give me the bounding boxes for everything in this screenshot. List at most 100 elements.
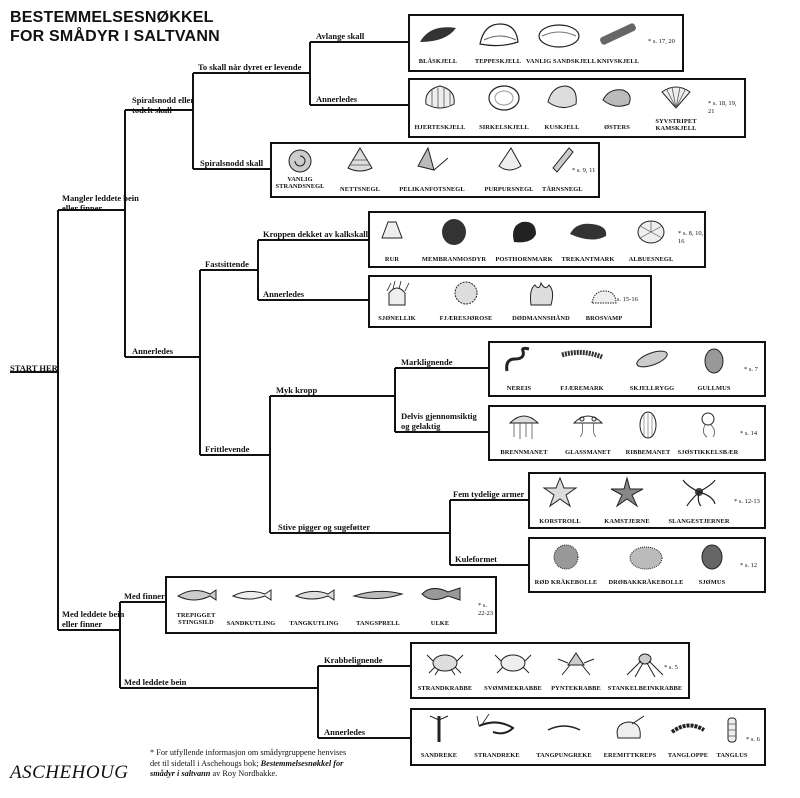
organism-drobakkrakebolle: DRØBAKKRÅKEBOLLE [604,541,688,586]
organism-tangpungreke: TANGPUNGREKE [530,712,598,759]
node-spiralsnodd-skall: Spiralsnodd skall [200,158,264,168]
mussel-illustration [420,27,456,42]
comb-jelly-illustration [639,411,657,439]
node-annerledes-top: Annerledes [132,346,174,356]
node-marklignende: Marklignende [401,357,453,367]
organism-rur: RUR [372,216,412,263]
heart-urchin-illustration [701,544,723,570]
organism-pelikanfotsnegl: PELIKANFOTSNEGL [392,146,472,193]
ref-marklignende: * s. 7 [744,366,758,373]
sand-star-illustration [610,476,644,508]
node-to-skall: To skall når dyret er levende [198,62,302,72]
bryozoan-illustration [442,219,466,245]
organism-sandreke: SANDREKE [414,712,464,759]
organism-fjaresjorose: FJÆRESJØROSE [434,279,498,322]
lugworm-illustration [561,349,603,360]
circle-clam-illustration [488,85,520,111]
oyster-illustration [602,89,631,107]
organism-blaskjell: BLÅSKJELL [410,20,466,65]
organism-sirkelskjell: SIRKELSKJELL [474,82,534,131]
ref-krabbe: * s. 5 [664,664,678,671]
ref-fem-armer: * s. 12-13 [734,498,760,505]
sculpin-illustration [421,587,461,601]
spider-crab-illustration [557,652,595,676]
box-annerledes-bein [410,708,766,766]
organism-hjerteskjell: HJERTESKJELL [410,82,470,131]
node-stive-pigger: Stive pigger og sugeføtter [278,522,371,532]
opossum-shrimp-illustration [547,725,581,731]
organism-strandreke: STRANDREKE [468,712,526,759]
organism-posthornmark: POSTHORNMARK [494,216,554,263]
organism-tangloppe: TANGLOPPE [662,712,714,759]
publisher-logo: ASCHEHOUG [10,762,129,783]
organism-gullmus: GULLMUS [688,345,740,392]
organism-rod-krakebolle: RØD KRÅKEBOLLE [534,541,598,586]
organism-slangestjerner: SLANGESTJERNER [664,476,734,525]
cockle-illustration [425,85,455,109]
starfish-illustration [542,476,578,508]
organism-albuesnegl: ALBUESNEGL [622,216,680,263]
organism-vanlig-strandsnegl: VANLIG STRANDSNEGL [274,146,326,190]
organism-eremittkreps: EREMITTKREPS [600,712,660,759]
keelworm-illustration [570,223,607,240]
butterfish-illustration [352,590,404,600]
shore-crab-illustration [426,654,464,676]
sea-urchin-illustration [553,544,579,570]
pelican-foot-illustration [417,146,449,171]
box-annerledes-skall [408,78,746,138]
moon-jelly-illustration [572,415,604,438]
hermit-crab-illustration [616,715,645,739]
mysid-illustration [429,715,449,742]
amphipod-illustration [670,723,706,734]
organism-fjaremark: FJÆREMARK [552,345,612,392]
organism-trepigget-stingsild: TREPIGGET STINGSILD [168,582,224,626]
sponge-illustration [591,290,617,304]
organism-nereis: NEREIS [494,345,544,392]
sand-clam-illustration [538,24,580,48]
ref-gjennomsiktig: * s. 14 [740,430,758,437]
start-label: START HER [10,363,58,373]
spirorbis-illustration [513,221,536,243]
scale-worm-illustration [636,350,668,368]
organism-pyntekrabbe: PYNTEKRABBE [546,647,606,692]
long-legged-crab-illustration [626,653,664,677]
organism-vanlig-sandskjell: VANLIG SANDSKJELL [526,20,596,65]
sand-goby-illustration [231,589,272,601]
beadlet-anemone-illustration [454,281,478,305]
brittle-star-illustration [682,479,716,507]
organism-korstroll: KORSTROLL [534,476,586,525]
node-annerledes-fast: Annerledes [263,289,305,299]
sea-mouse-illustration [704,348,724,374]
node-kuleformet: Kuleformet [455,554,498,564]
node-kalkskall: Kroppen dekket av kalkskall [263,229,368,239]
prawn-illustration [476,713,515,735]
node-fastsittende: Fastsittende [205,259,249,269]
organism-dodmannshand: DØDMANNSHÅND [504,279,578,322]
netted-whelk-illustration [347,147,373,172]
organism-stankelbeinkrabbe: STANKELBEINKRABBE [606,647,684,692]
organism-svommekrabbe: SVØMMEKRABBE [480,647,546,692]
dog-whelk-illustration [498,147,522,171]
organism-nettsnegl: NETTSNEGL [334,146,386,193]
organism-brennmanet: BRENNMANET [492,409,556,456]
two-spotted-goby-illustration [294,589,335,601]
stickleback-illustration [176,589,217,601]
organism-tangkutling: TANGKUTLING [284,582,344,627]
organism-brosvamp: BROSVAMP [578,279,630,322]
tower-shell-illustration [552,147,574,173]
organism-osters: ØSTERS [592,82,642,131]
box-krabbelignende [410,642,690,699]
box-med-finner [165,576,497,634]
ref-kuleformet: * s. 12 [740,562,758,569]
organism-tarnsnegl: TÅRNSNEGL [542,146,583,193]
organism-purpursnegl: PURPURSNEGL [476,146,542,193]
node-myk-kropp: Myk kropp [276,385,318,395]
footnote-book-title: Bestemmelsesnøkkel for smådyr i saltvann [150,758,344,779]
page-title: BESTEMMELSESNØKKEL FOR SMÅDYR I SALTVANN [10,8,220,46]
organism-syvstripet-kamskjell: SYVSTRIPET KAMSKJELL [644,82,708,132]
ref-annerledes-fast: * s. 15-16 [612,296,638,303]
